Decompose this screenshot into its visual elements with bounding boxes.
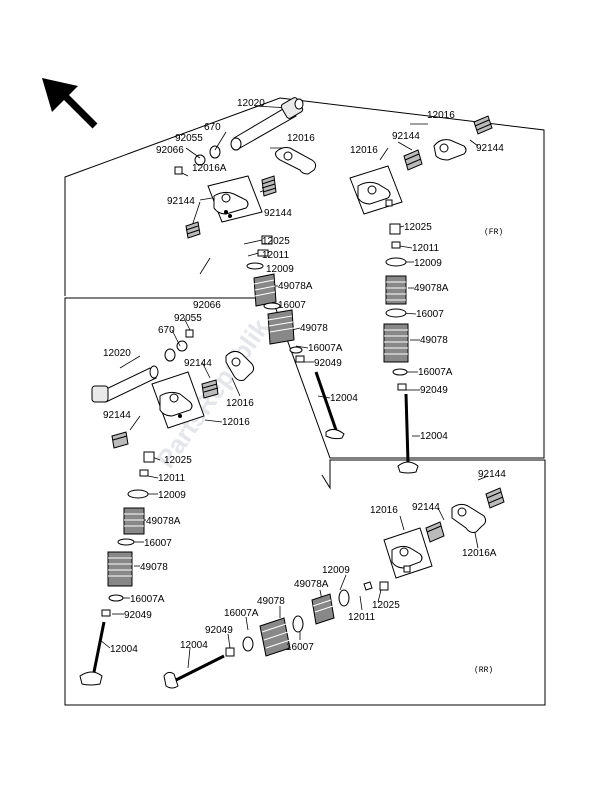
part-label: 16007A: [308, 343, 343, 354]
o-ring-670-rear: [164, 348, 176, 362]
part-label: 12011: [262, 250, 290, 261]
front-corner-mark: (FR): [484, 228, 503, 237]
spring-92144-rear-b: [111, 431, 129, 449]
part-label: 12016: [287, 133, 315, 144]
part-label: 12016: [222, 417, 250, 428]
rear-corner-mark: (RR): [474, 666, 493, 675]
part-label: 12011: [412, 243, 440, 254]
front-head-region-outline: [64, 97, 545, 459]
part-label: 12011: [158, 473, 186, 484]
part-label: 12025: [372, 600, 400, 611]
part-label: 12025: [262, 236, 290, 247]
part-label: 12009: [322, 565, 350, 576]
part-label: 12004: [420, 431, 448, 442]
part-label: 12025: [404, 222, 432, 233]
part-label: 49078: [140, 562, 168, 573]
part-label: 92144: [184, 358, 212, 369]
part-label: 12020: [237, 98, 265, 109]
rocker-arm-12016-rear-set: [151, 371, 205, 429]
part-label: 92055: [174, 313, 202, 324]
part-label: 12016: [226, 398, 254, 409]
part-label: 49078: [300, 323, 328, 334]
part-label: 92049: [124, 610, 152, 621]
part-label: 12016A: [192, 163, 227, 174]
part-label: 12016A: [462, 548, 497, 559]
rocker-shaft-front: [230, 97, 304, 151]
part-label: 92049: [314, 358, 342, 369]
part-label: 16007: [144, 538, 172, 549]
rocker-arm-12016-front-right-set: [349, 165, 403, 215]
rocker-arm-12016A-rear: [451, 503, 487, 533]
part-number-labels: 12020 670 92055 92066 12016A 12016 92144…: [103, 98, 506, 675]
part-label: 16007: [278, 300, 306, 311]
valve-stack-front-left: [246, 235, 345, 440]
rocker-arm-12016A-set-front: [207, 175, 263, 223]
part-label: 12004: [180, 640, 208, 651]
part-label: 12009: [158, 490, 186, 501]
part-label: 92144: [476, 143, 504, 154]
part-label: 12009: [414, 258, 442, 269]
rocker-arm-12016-rear-right-set: [383, 527, 433, 579]
part-label: 12009: [266, 264, 294, 275]
valve-stack-front-right: [383, 223, 419, 474]
spring-92144-front-c: [403, 149, 423, 171]
part-label: 92066: [193, 300, 221, 311]
part-label: 16007: [416, 309, 444, 320]
spring-92144-rear-a: [201, 379, 219, 399]
part-label: 92144: [103, 410, 131, 421]
part-label: 49078A: [414, 283, 449, 294]
part-label: 12016: [370, 505, 398, 516]
spring-92144-rear-c: [485, 487, 505, 509]
part-label: 670: [158, 325, 175, 336]
rocker-arm-12016-front-upper: [275, 147, 317, 175]
part-label: 92144: [167, 196, 195, 207]
part-label: 12025: [164, 455, 192, 466]
part-label: 16007: [286, 642, 314, 653]
part-label: 92144: [264, 208, 292, 219]
part-label: 92144: [392, 131, 420, 142]
part-label: 49078A: [278, 281, 313, 292]
part-label: 92066: [156, 145, 184, 156]
valve-stack-rear-right: [163, 581, 389, 689]
part-label: 92144: [412, 502, 440, 513]
part-label: 49078A: [294, 579, 329, 590]
o-ring-670-front: [209, 145, 221, 159]
part-label: 12020: [103, 348, 131, 359]
part-label: 16007A: [224, 608, 259, 619]
part-label: 16007A: [130, 594, 165, 605]
rocker-arm-12016-front-right-upper: [433, 139, 467, 161]
part-label: 12004: [330, 393, 358, 404]
part-label: 16007A: [418, 367, 453, 378]
valve-stack-rear-left: [79, 451, 155, 686]
spring-92144-front-d: [473, 115, 493, 135]
part-label: 49078A: [146, 516, 181, 527]
part-label: 12016: [427, 110, 455, 121]
rocker-shaft-rear: [91, 365, 159, 403]
part-label: 12011: [348, 612, 376, 623]
spring-92144-front-a: [261, 175, 277, 197]
bushing-92066-rear: [185, 329, 194, 338]
part-label: 92055: [175, 133, 203, 144]
part-label: 12016: [350, 145, 378, 156]
front-direction-arrow-icon: [42, 78, 98, 129]
part-label: 670: [204, 122, 221, 133]
part-label: 92049: [205, 625, 233, 636]
part-label: 49078: [257, 596, 285, 607]
part-label: 12004: [110, 644, 138, 655]
spring-92144-front-b: [185, 221, 201, 239]
rocker-arm-12016-rear-upper: [225, 350, 255, 381]
rear-head-region-outline: [64, 297, 546, 706]
part-label: 49078: [420, 335, 448, 346]
part-label: 92049: [420, 385, 448, 396]
washer-92055-front: [194, 154, 206, 166]
part-label: 92144: [478, 469, 506, 480]
washer-92055-rear: [176, 340, 188, 352]
spring-92144-rear-d: [425, 521, 445, 543]
bushing-92066-front: [174, 166, 183, 175]
